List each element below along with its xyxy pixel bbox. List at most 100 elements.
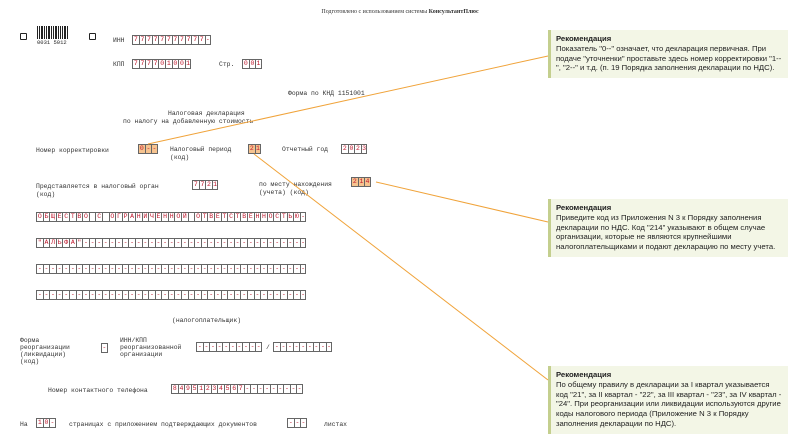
form-cell[interactable]: - — [325, 342, 333, 352]
form-cell[interactable]: - — [161, 238, 168, 248]
form-cell[interactable]: - — [293, 238, 300, 248]
form-cell[interactable]: - — [255, 342, 262, 352]
form-cell[interactable]: - — [227, 264, 234, 274]
form-cell[interactable]: Т — [279, 212, 287, 222]
form-cell[interactable]: 0 — [248, 59, 256, 69]
form-cell[interactable]: - — [266, 290, 274, 300]
form-cell[interactable]: 7 — [198, 180, 206, 190]
form-cell[interactable]: - — [253, 264, 261, 274]
form-cell[interactable]: - — [289, 384, 297, 394]
form-cell[interactable]: 4 — [177, 384, 185, 394]
form-cell[interactable]: - — [108, 264, 116, 274]
form-cell[interactable]: - — [148, 264, 155, 274]
form-cell[interactable]: 5 — [223, 384, 231, 394]
form-cell[interactable]: Т — [68, 212, 76, 222]
form-cell[interactable]: 1 — [211, 180, 219, 190]
form-cell[interactable]: - — [233, 238, 241, 248]
form-cell[interactable]: - — [279, 290, 287, 300]
form-cell[interactable] — [187, 212, 195, 222]
form-cell[interactable]: - — [68, 290, 76, 300]
form-cell[interactable]: С — [227, 212, 234, 222]
form-cell[interactable]: - — [260, 290, 267, 300]
form-cell[interactable]: 1 — [197, 384, 204, 394]
form-cell[interactable] — [88, 212, 96, 222]
form-cell[interactable]: - — [286, 238, 294, 248]
form-cell[interactable]: 7 — [191, 35, 198, 45]
form-cell[interactable]: - — [194, 238, 201, 248]
form-cell[interactable]: О — [174, 212, 182, 222]
reorg-inn-cells[interactable]: ---------- — [196, 342, 262, 352]
form-cell[interactable]: 1 — [255, 59, 262, 69]
form-cell[interactable]: - — [256, 384, 264, 394]
form-cell[interactable]: - — [42, 290, 50, 300]
form-cell[interactable]: - — [82, 290, 89, 300]
form-cell[interactable]: - — [101, 264, 109, 274]
form-cell[interactable]: 0 — [42, 418, 50, 428]
form-cell[interactable]: - — [161, 264, 168, 274]
form-cell[interactable]: - — [196, 342, 203, 352]
form-cell[interactable]: - — [215, 342, 223, 352]
form-cell[interactable]: - — [214, 290, 221, 300]
form-cell[interactable]: 7 — [158, 35, 165, 45]
form-cell[interactable]: - — [181, 290, 188, 300]
form-cell[interactable]: Ь — [55, 238, 63, 248]
form-cell[interactable]: - — [88, 264, 96, 274]
form-cell[interactable]: - — [95, 238, 102, 248]
form-cell[interactable]: 2 — [351, 177, 358, 187]
form-cell[interactable]: - — [49, 290, 56, 300]
form-cell[interactable]: - — [148, 290, 155, 300]
form-cell[interactable]: Н — [253, 212, 261, 222]
form-cell[interactable]: О — [108, 212, 116, 222]
form-cell[interactable]: - — [276, 384, 284, 394]
form-cell[interactable]: А — [68, 238, 76, 248]
form-cell[interactable]: - — [49, 264, 56, 274]
form-cell[interactable]: 0 — [347, 144, 355, 154]
form-cell[interactable]: - — [181, 264, 188, 274]
form-cell[interactable]: - — [227, 290, 234, 300]
form-cell[interactable]: - — [101, 238, 109, 248]
form-cell[interactable]: 0 — [242, 59, 249, 69]
form-cell[interactable]: 6 — [230, 384, 237, 394]
form-cell[interactable]: - — [214, 264, 221, 274]
form-cell[interactable]: - — [174, 290, 182, 300]
form-cell[interactable]: Е — [214, 212, 221, 222]
form-cell[interactable]: - — [293, 264, 300, 274]
form-cell[interactable]: 7 — [178, 35, 185, 45]
form-cell[interactable]: Т — [233, 212, 241, 222]
form-cell[interactable]: - — [220, 238, 228, 248]
form-cell[interactable]: - — [128, 238, 135, 248]
form-cell[interactable]: - — [204, 35, 212, 45]
org-row-3[interactable]: ----------------------------------------… — [36, 264, 307, 274]
form-cell[interactable]: А — [128, 212, 135, 222]
form-cell[interactable]: - — [167, 238, 175, 248]
form-cell[interactable]: Е — [55, 212, 63, 222]
form-cell[interactable]: - — [101, 290, 109, 300]
form-cell[interactable]: - — [233, 264, 241, 274]
form-cell[interactable]: В — [240, 212, 247, 222]
form-cell[interactable]: Р — [121, 212, 129, 222]
form-cell[interactable]: - — [292, 342, 300, 352]
form-cell[interactable]: - — [312, 342, 320, 352]
form-cell[interactable]: - — [36, 290, 43, 300]
form-cell[interactable]: 4 — [364, 177, 371, 187]
form-cell[interactable]: - — [222, 342, 229, 352]
form-cell[interactable]: Т — [200, 212, 208, 222]
form-cell[interactable]: - — [260, 238, 267, 248]
form-cell[interactable]: 7 — [171, 35, 179, 45]
form-cell[interactable]: - — [287, 418, 294, 428]
form-cell[interactable]: - — [209, 342, 216, 352]
form-cell[interactable]: - — [55, 290, 63, 300]
form-cell[interactable]: О — [194, 212, 201, 222]
form-cell[interactable]: - — [187, 264, 195, 274]
form-cell[interactable]: В — [207, 212, 215, 222]
form-cell[interactable]: - — [247, 238, 254, 248]
form-cell[interactable]: 2 — [354, 144, 361, 154]
form-cell[interactable]: И — [141, 212, 149, 222]
form-cell[interactable]: Е — [247, 212, 254, 222]
form-cell[interactable]: - — [273, 238, 280, 248]
form-cell[interactable]: 1 — [357, 177, 365, 187]
form-cell[interactable]: - — [62, 264, 69, 274]
